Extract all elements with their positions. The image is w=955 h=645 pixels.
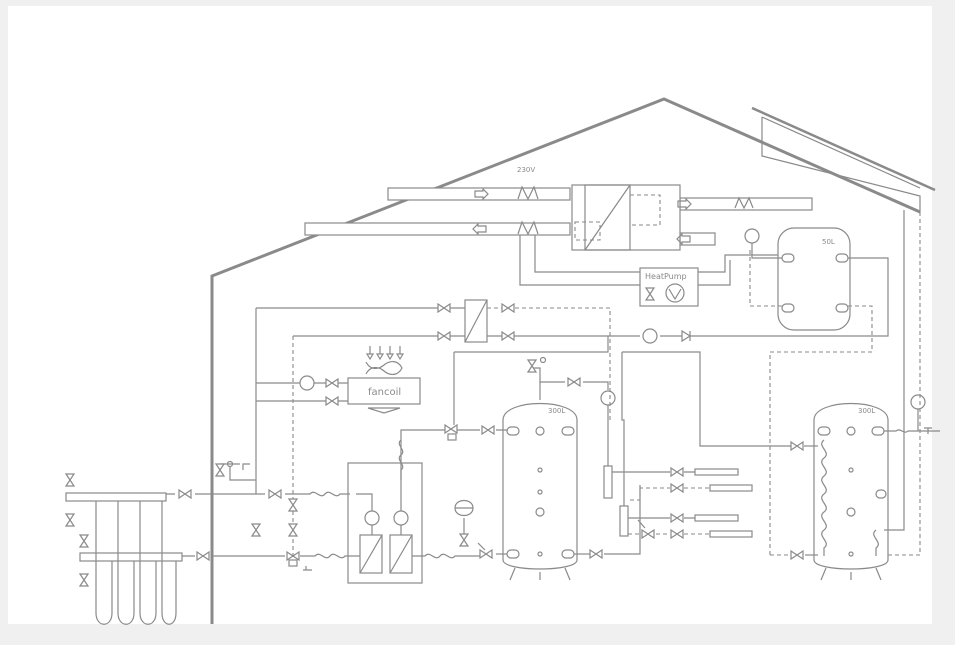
exhaust-duct-left — [304, 222, 571, 236]
distribution-pipes — [255, 299, 794, 560]
tank-300l-middle: 300L — [444, 356, 641, 581]
expansion-vessel-icon — [744, 228, 760, 244]
fancoil-unit: fancoil — [256, 346, 421, 414]
tank-300l-right: 300L — [770, 210, 940, 581]
right-tank-label: 300L — [858, 407, 875, 415]
heatpump-label: HeatPump — [645, 272, 687, 281]
right-tank-body — [813, 403, 889, 570]
heat-recovery-unit — [571, 184, 681, 251]
ventilation-unit: 230V — [304, 166, 813, 251]
buffer-label: 50L — [822, 238, 835, 246]
dhw-distribution — [603, 352, 753, 539]
collector-manifold-bottom — [79, 552, 183, 562]
buffer-tank-50l: 50L — [700, 227, 889, 555]
middle-tank-body — [502, 403, 578, 570]
collector-manifold-top — [65, 492, 167, 502]
voltage-label: 230V — [517, 166, 535, 174]
heatpump-compressor-icon — [665, 283, 685, 303]
pump-station — [212, 429, 480, 584]
middle-tank-label: 300L — [548, 407, 565, 415]
fancoil-box — [347, 377, 421, 405]
supply-duct-left — [387, 187, 571, 201]
pump-icon — [642, 328, 658, 344]
buffer-tank-body — [777, 227, 851, 331]
exhaust-duct-right — [679, 232, 716, 246]
fancoil-label: fancoil — [368, 387, 401, 398]
ground-collector — [65, 473, 212, 625]
